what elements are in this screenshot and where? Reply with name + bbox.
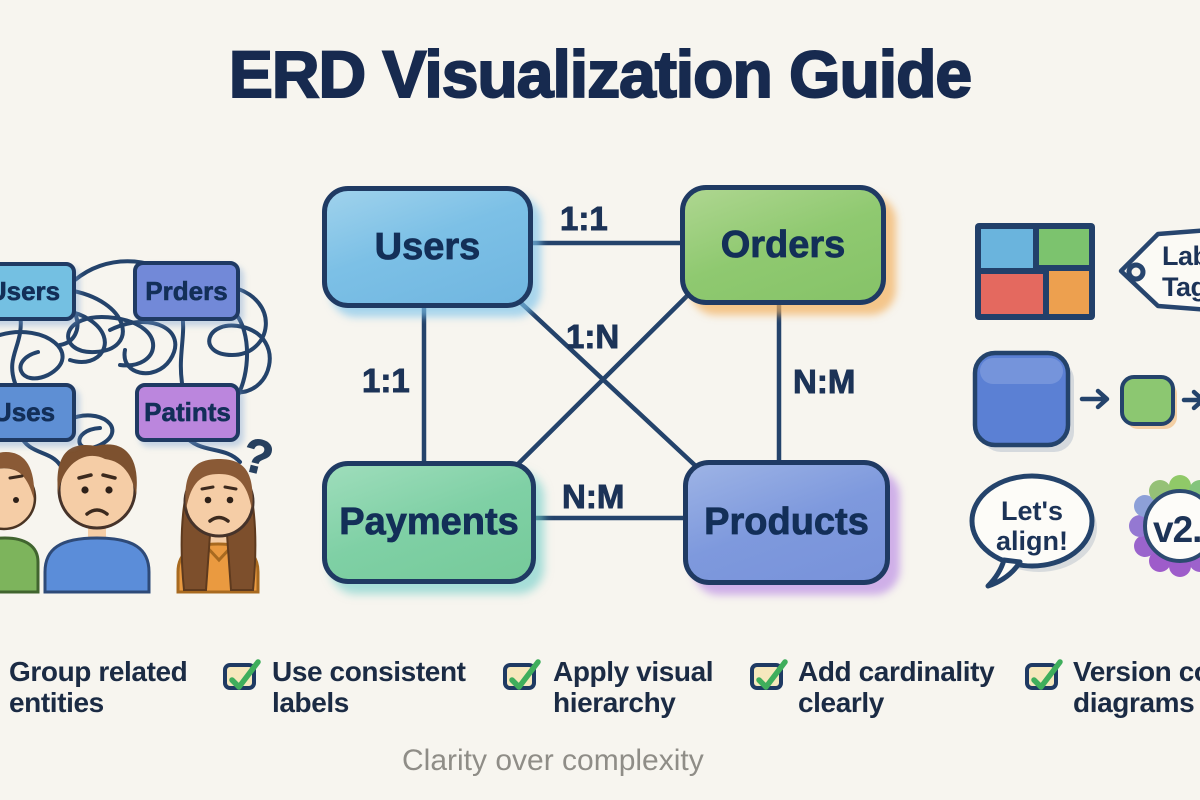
checklist-item-5-line2: diagrams xyxy=(1073,687,1195,718)
messy-box-patints-label: Patints xyxy=(144,397,231,428)
checklist-item-2-line1: Use consistent xyxy=(272,656,466,687)
messy-box-users-label: Users xyxy=(0,276,61,307)
person-woman xyxy=(176,459,260,594)
confused-people xyxy=(0,444,260,594)
entity-payments: Payments xyxy=(322,461,536,584)
checklist-item-4-line1: Add cardinality xyxy=(798,656,995,687)
footer-caption: Clarity over complexity xyxy=(402,744,704,777)
tangled-lines-icon xyxy=(0,259,272,467)
tag-label-line2: Tag xyxy=(1162,272,1200,302)
check-icon xyxy=(756,659,788,690)
check-icon xyxy=(509,659,541,690)
checkbox-use-consistent-labels xyxy=(223,659,261,690)
tag-icon xyxy=(1118,228,1200,312)
checklist-item-3-line2: hierarchy xyxy=(553,687,676,718)
arrow-right-icon xyxy=(1079,388,1110,410)
checklist-item-5-line1: Version co xyxy=(1073,656,1200,687)
entity-products: Products xyxy=(683,460,890,585)
check-icon xyxy=(1031,659,1063,690)
checklist-item-3-line1: Apply visual xyxy=(553,656,714,687)
person-man xyxy=(43,444,151,594)
entity-users-label: Users xyxy=(374,225,481,268)
messy-box-users: Users xyxy=(0,262,76,321)
cardinality-users-orders: 1:1 xyxy=(560,200,609,238)
arrow-right-icon-2 xyxy=(1181,389,1200,411)
bubble-line1: Let's xyxy=(1001,496,1063,526)
cardinality-users-payments: 1:1 xyxy=(362,362,411,400)
checklist-item-2-line2: labels xyxy=(272,687,349,718)
cardinality-users-products: 1:N xyxy=(566,318,620,356)
process-icons xyxy=(972,350,1200,452)
version-badge-label: v2. xyxy=(1153,509,1200,550)
checkbox-apply-visual-hierarchy xyxy=(503,659,541,690)
messy-box-prders: Prders xyxy=(133,261,240,321)
check-icon xyxy=(229,659,261,690)
messy-box-uses: Uses xyxy=(0,383,76,442)
speech-bubble-icon xyxy=(969,473,1097,589)
version-badge-icon xyxy=(1129,475,1200,577)
messy-box-prders-label: Prders xyxy=(145,275,228,306)
entity-products-label: Products xyxy=(704,501,870,544)
cardinality-payments-products: N:M xyxy=(562,478,625,516)
checklist-item-4-line2: clearly xyxy=(798,687,884,718)
checklist-item-1-line2: entities xyxy=(9,687,104,718)
checklist-item-1-line1: Group related xyxy=(9,656,188,687)
messy-box-patints: Patints xyxy=(135,383,240,442)
entity-users: Users xyxy=(322,186,533,308)
entity-orders: Orders xyxy=(680,185,886,305)
person-left xyxy=(0,452,40,594)
checkbox-add-cardinality-clearly xyxy=(750,659,788,690)
checkbox-version-diagrams xyxy=(1025,659,1063,690)
entity-orders-label: Orders xyxy=(720,223,846,266)
entity-payments-label: Payments xyxy=(339,501,519,544)
tag-label-line1: Lab xyxy=(1162,241,1200,271)
messy-box-uses-label: Uses xyxy=(0,397,56,428)
cardinality-orders-products: N:M xyxy=(793,363,856,401)
tag-label: LabTag xyxy=(1162,241,1200,303)
bubble-line2: align! xyxy=(996,526,1068,556)
palette-icon xyxy=(975,223,1095,320)
page-title: ERD Visualization Guide xyxy=(228,36,973,112)
erd-relation-lines xyxy=(421,240,782,521)
